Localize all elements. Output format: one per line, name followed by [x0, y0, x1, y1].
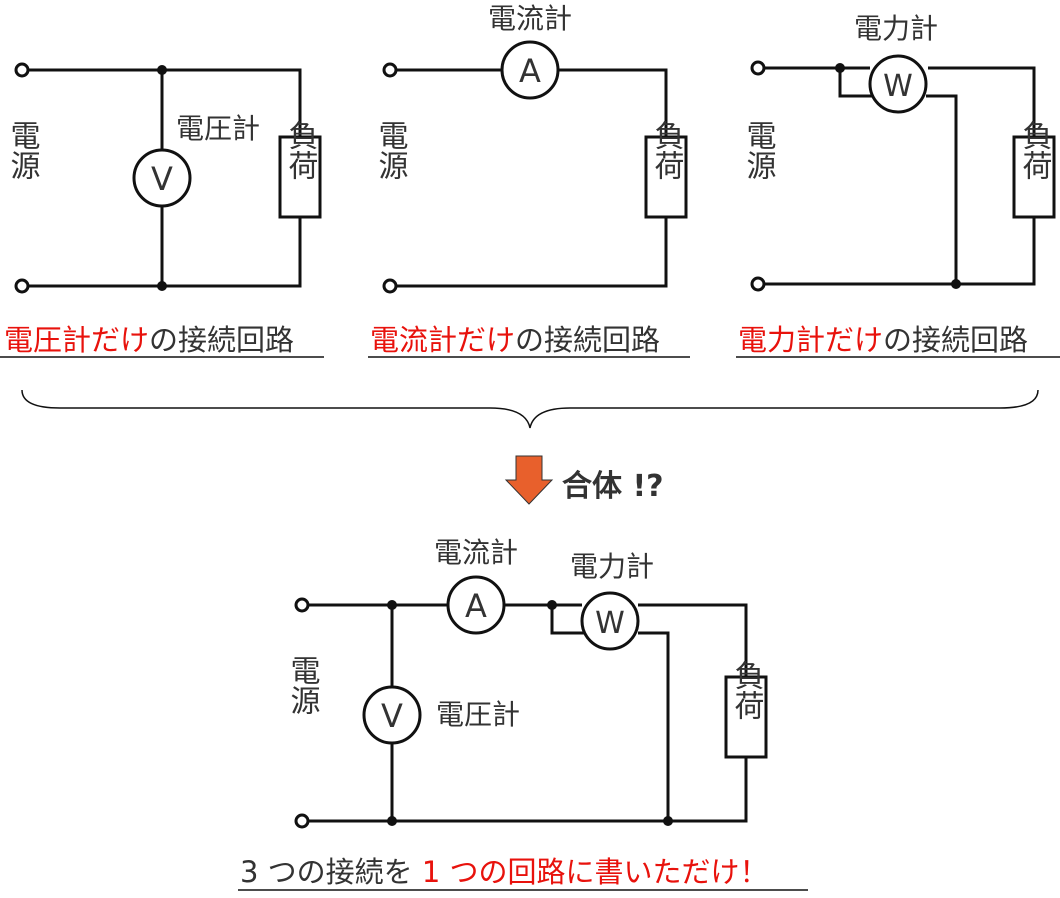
- wattmeter-label: 電力計: [570, 550, 654, 583]
- junction-dot: [157, 65, 167, 75]
- bottom-caption: 3 つの接続を 1 つの回路に書いただけ！: [240, 855, 769, 889]
- source-label: 電源: [741, 120, 776, 180]
- caption-ammeter: 電流計だけの接続回路: [370, 323, 660, 357]
- wattmeter-symbol: [868, 54, 928, 114]
- junction-dot: [387, 816, 397, 826]
- junction-dot: [387, 600, 397, 610]
- wattmeter-letter: W: [883, 69, 913, 104]
- load-label: 負荷: [283, 120, 319, 180]
- wattmeter-letter: W: [595, 606, 625, 641]
- ammeter-symbol: [500, 40, 560, 100]
- wattmeter-symbol: [580, 591, 640, 651]
- junction-dot: [951, 279, 961, 289]
- source-label: 電源: [373, 120, 408, 180]
- load-box: [724, 675, 768, 759]
- load-label: 負荷: [1017, 120, 1053, 180]
- load-box: [644, 135, 688, 219]
- source-terminal: [14, 62, 30, 78]
- wire-wattmeter-voltage-coil: [926, 94, 958, 284]
- wire-main-loop: [764, 66, 1036, 286]
- source-terminal: [14, 278, 30, 294]
- source-terminal: [750, 60, 766, 76]
- load-label: 負荷: [729, 660, 765, 720]
- voltmeter-letter: V: [151, 160, 173, 198]
- wire-wattmeter-current-coil: [550, 605, 586, 635]
- ammeter-letter: A: [519, 52, 541, 90]
- source-terminal: [382, 278, 398, 294]
- voltmeter-label: 電圧計: [436, 698, 520, 731]
- wire-wattmeter-voltage-coil: [638, 631, 670, 821]
- caption-voltmeter: 電圧計だけの接続回路: [4, 323, 294, 357]
- source-label: 電源: [285, 655, 320, 715]
- wire-main-loop: [308, 603, 748, 823]
- ammeter-letter: A: [465, 587, 487, 625]
- junction-dot: [663, 816, 673, 826]
- load-box: [278, 135, 322, 219]
- circuit-wattmeter-only: W 電力計 負荷 電源 電力計だけの接続回路: [736, 12, 1060, 358]
- merge-label: 合体 !?: [562, 469, 664, 504]
- voltmeter-letter: V: [381, 697, 403, 735]
- wire-wattmeter-current-coil: [838, 68, 872, 98]
- junction-dot: [835, 63, 845, 73]
- source-terminal: [750, 276, 766, 292]
- ammeter-label: 電流計: [488, 2, 572, 35]
- circuit-ammeter-only: A 電流計 負荷 電源 電流計だけの接続回路: [368, 2, 690, 358]
- ammeter-label: 電流計: [434, 536, 518, 569]
- source-terminal: [382, 62, 398, 78]
- circuit-combined: A 電流計 W 電力計 V 電圧計 負荷 電源: [285, 536, 768, 829]
- curly-brace: [21, 389, 1039, 429]
- junction-dot: [547, 600, 557, 610]
- source-terminal: [294, 597, 310, 613]
- junction-dot: [157, 281, 167, 291]
- voltmeter-symbol: [132, 148, 192, 208]
- down-arrow-icon: [504, 455, 554, 505]
- load-box: [1012, 135, 1056, 219]
- wire-main-loop: [396, 68, 668, 288]
- ammeter-symbol: [446, 575, 506, 635]
- merge-indicator: 合体 !?: [504, 455, 664, 505]
- load-label: 負荷: [649, 120, 685, 180]
- caption-wattmeter: 電力計だけの接続回路: [738, 323, 1028, 357]
- source-label: 電源: [5, 120, 40, 180]
- source-terminal: [294, 813, 310, 829]
- wire-main-loop: [28, 68, 302, 288]
- voltmeter-label: 電圧計: [176, 112, 260, 145]
- wattmeter-label: 電力計: [854, 12, 938, 45]
- circuit-voltmeter-only: V 電圧計 負荷 電源 電圧計だけの接続回路: [0, 62, 324, 358]
- voltmeter-symbol: [362, 685, 422, 745]
